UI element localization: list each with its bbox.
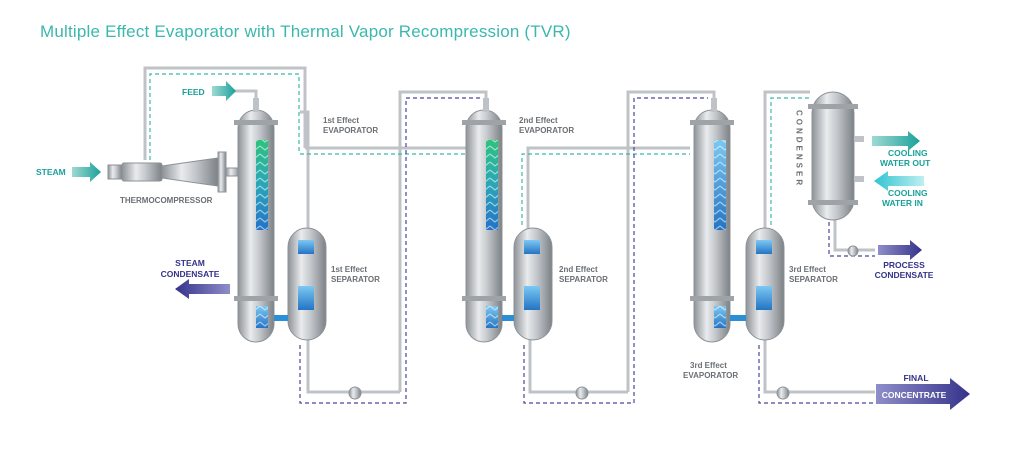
separator-3-label-1: 3rd Effect (789, 265, 826, 274)
final-concentrate-label-2: CONCENTRATE (882, 390, 947, 400)
evaporator-3 (690, 98, 734, 343)
thermocompressor-label: THERMOCOMPRESSOR (120, 196, 213, 205)
cooling-water-in-label-2: WATER IN (882, 198, 923, 208)
labels: FEED STEAM THERMOCOMPRESSOR STEAM CONDEN… (36, 87, 947, 400)
cooling-water-in-arrow (874, 171, 924, 191)
process-condensate-arrow (878, 240, 922, 260)
steam-label: STEAM (36, 167, 66, 177)
separator-2 (502, 227, 553, 341)
steam-arrow (72, 162, 101, 182)
steam-condensate-label-2: CONDENSATE (161, 269, 220, 279)
feed-label: FEED (182, 87, 205, 97)
cooling-water-in-label-1: COOLING (888, 188, 928, 198)
separator-1 (274, 227, 327, 341)
separator-3 (730, 227, 785, 341)
pumps (348, 245, 859, 400)
evaporator-3-label-2: EVAPORATOR (683, 371, 738, 380)
steam-condensate-label-1: STEAM (175, 258, 205, 268)
evaporator-1 (234, 98, 278, 343)
cooling-water-out-label-1: COOLING (888, 148, 928, 158)
pump-3 (776, 386, 790, 400)
cooling-water-out-label-2: WATER OUT (880, 158, 931, 168)
evaporator-2-label-1: 2nd Effect (519, 116, 558, 125)
separator-2-label-1: 2nd Effect (559, 265, 598, 274)
final-concentrate-arrow (876, 378, 970, 410)
pump-1 (348, 386, 362, 400)
thermocompressor (107, 151, 241, 193)
separator-2-label-2: SEPARATOR (559, 275, 608, 284)
process-condensate-label-1: PROCESS (883, 260, 925, 270)
cooling-water-out-arrow (872, 131, 920, 151)
condenser-label: CONDENSER (795, 110, 804, 188)
pump-4 (847, 245, 859, 257)
final-concentrate-label-1: FINAL (903, 373, 928, 383)
pipework (143, 66, 875, 394)
process-condensate-label-2: CONDENSATE (875, 270, 934, 280)
condenser-vessel (808, 91, 864, 221)
evaporator-1-label-2: EVAPORATOR (323, 126, 378, 135)
evaporator-1-label-1: 1st Effect (323, 116, 359, 125)
separator-1-label-1: 1st Effect (331, 265, 367, 274)
diagram-title: Multiple Effect Evaporator with Thermal … (40, 22, 571, 41)
separator-1-label-2: SEPARATOR (331, 275, 380, 284)
evaporator-2-label-2: EVAPORATOR (519, 126, 574, 135)
evaporator-3-label-1: 3rd Effect (690, 361, 727, 370)
pump-2 (575, 386, 589, 400)
evaporator-2 (462, 98, 506, 343)
separator-3-label-2: SEPARATOR (789, 275, 838, 284)
arrows (72, 81, 970, 410)
liquid-flow-lines (299, 97, 875, 404)
steam-condensate-arrow (175, 279, 230, 299)
feed-arrow (212, 81, 236, 101)
